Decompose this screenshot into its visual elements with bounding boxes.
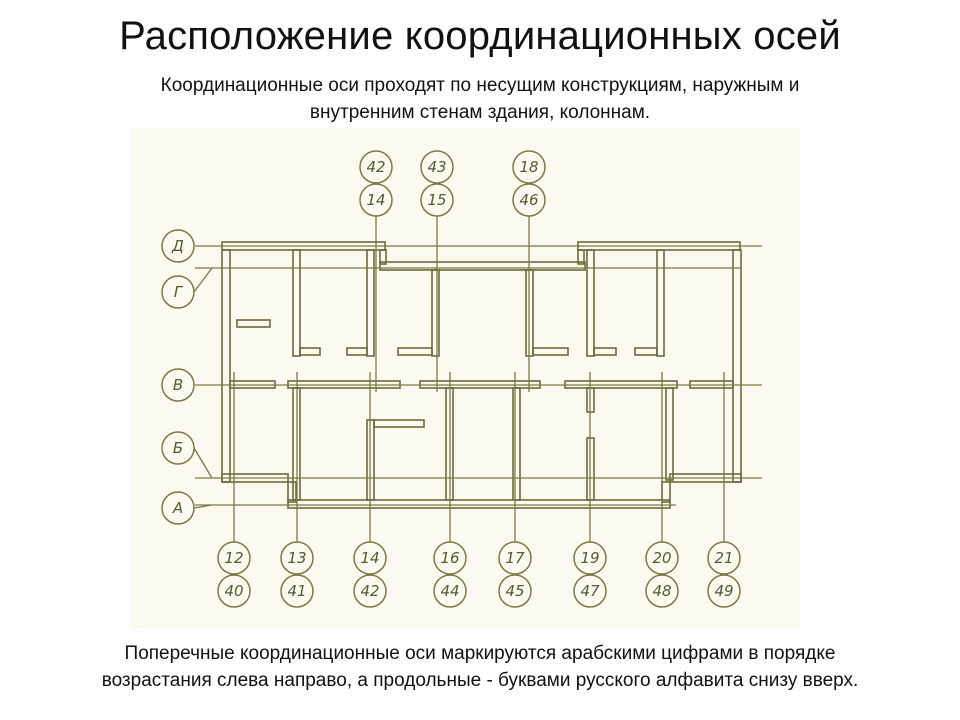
axis-number: 44 [440,582,459,600]
axis-bubble [498,541,532,575]
axis-number: 15 [427,191,446,209]
axis-bubble [420,150,454,184]
wall-segment [236,319,271,328]
axis-bubble [573,574,607,608]
axis-number: 46 [519,191,538,209]
axis-bubble [161,275,195,309]
wall-segment [634,347,658,356]
row-axis-leader [193,447,213,479]
wall-segment [656,249,665,357]
axis-number: 21 [714,549,733,567]
slide-subtitle: Координационные оси проходят по несущим … [80,72,880,126]
axis-letter: В [173,376,183,394]
axis-bubble [280,574,314,608]
axis-bubble [161,491,195,525]
axis-bubble [161,229,195,263]
axis-bubble [573,541,607,575]
wall-segment [732,249,742,483]
axis-number: 45 [505,582,524,600]
axis-number: 41 [287,582,306,600]
axis-bubble [420,183,454,217]
axis-number: 18 [519,158,538,176]
axis-bubble [217,574,251,608]
wall-segment [221,249,231,483]
axis-number: 48 [652,582,671,600]
axis-bubble [433,574,467,608]
axis-bubble [161,368,195,402]
axis-bubble [512,150,546,184]
axis-bubble [353,574,387,608]
wall-segment [397,347,433,356]
wall-segment [366,249,375,357]
wall-segment [532,347,569,356]
axis-number: 13 [287,549,306,567]
wall-segment [379,249,387,265]
axis-bubble [161,431,195,465]
axis-number: 17 [505,549,525,567]
axis-letter: А [172,499,183,517]
wall-segment [577,249,585,265]
caption-line-2: возрастания слева направо, а продольные … [101,670,859,691]
axis-bubble [707,574,741,608]
floor-plan-drawing: 42 14 43 15 18 46 12 40 13 41 14 42 16 44 17 45 19 47 20 48… [130,128,800,628]
axis-number: 14 [360,549,379,567]
wall-segment [431,269,440,357]
axis-number: 43 [427,158,446,176]
subtitle-line-1: Координационные оси проходят по несущим … [160,75,800,96]
axis-number: 42 [366,158,385,176]
axis-bubble [707,541,741,575]
axis-number: 19 [580,549,599,567]
caption-line-1: Поперечные координационные оси маркируют… [124,643,836,664]
plan-walls [221,241,742,509]
floor-plan-svg: 42 14 43 15 18 46 12 40 13 41 14 42 16 44 17 45 19 47 20 48… [161,150,762,608]
axis-bubble [359,183,393,217]
axis-number: 42 [360,582,379,600]
axis-number: 20 [652,549,671,567]
wall-segment [593,347,617,356]
axis-number: 47 [580,582,600,600]
axis-bubble [433,541,467,575]
axis-bubble [645,574,679,608]
wall-segment [299,347,321,356]
subtitle-line-2: внутренним стенам здания, колоннам. [309,102,651,123]
axis-bubble [645,541,679,575]
wall-segment [287,499,671,509]
axis-lines [193,216,762,545]
wall-segment [665,387,674,481]
axis-number: 14 [366,191,385,209]
wall-segment [292,249,301,357]
axis-bubble [353,541,387,575]
slide-caption: Поперечные координационные оси маркируют… [40,640,920,694]
axis-letter: Г [174,283,184,301]
wall-segment [346,347,368,356]
axis-letter: Д [171,237,184,255]
wall-segment [287,481,297,503]
axis-bubble [512,183,546,217]
wall-segment [379,261,586,271]
wall-segment [586,249,595,357]
axis-letter: Б [173,439,183,457]
axis-number: 40 [224,582,243,600]
axis-bubble [359,150,393,184]
axis-bubble [280,541,314,575]
axis-bubbles: 42 14 43 15 18 46 12 40 13 41 14 42 16 44 17 45 19 47 20 48… [161,150,741,608]
row-axis-leader [193,504,213,509]
wall-segment [512,387,521,501]
slide-title: Расположение координационных осей [119,14,841,58]
axis-number: 16 [440,549,459,567]
wall-segment [661,481,671,503]
axis-bubble [498,574,532,608]
wall-segment [373,419,425,428]
row-axis-leader [193,267,213,293]
axis-number: 12 [224,549,243,567]
axis-bubble [217,541,251,575]
axis-number: 49 [714,582,733,600]
